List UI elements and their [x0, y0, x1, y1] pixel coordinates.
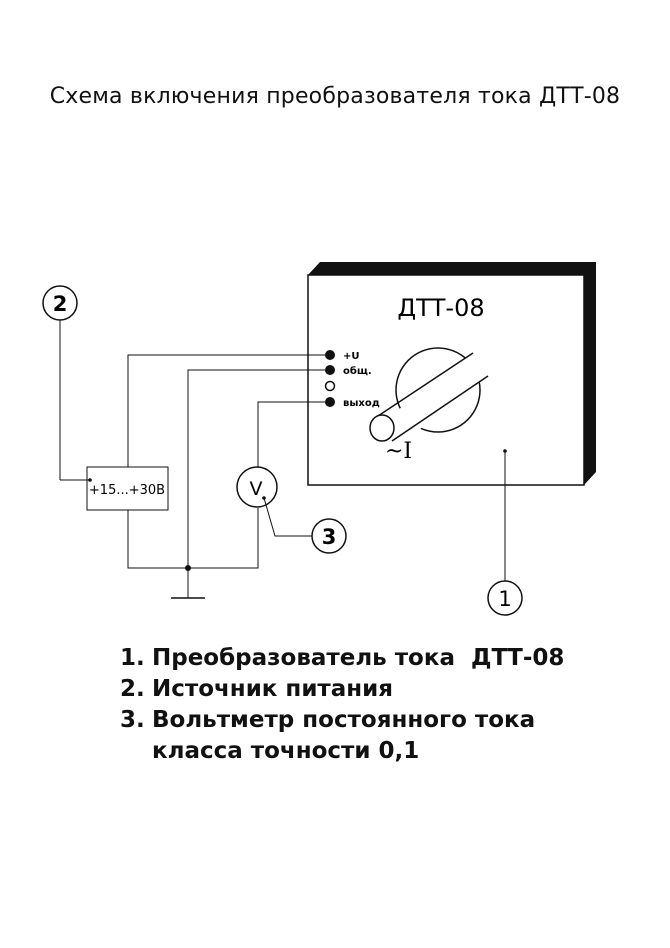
callout-2-circle [42, 285, 78, 321]
conductor-body [377, 353, 488, 441]
callout-3-circle [311, 518, 347, 554]
legend-item-2: 2. Источник питания [120, 674, 564, 705]
terminal-label-common: общ. [343, 365, 372, 377]
callout-3-label: 3 [322, 525, 337, 549]
terminal-plus-u [325, 350, 335, 360]
legend-number: 3. [120, 707, 145, 733]
power-supply-label: +15...+30В [89, 483, 165, 498]
ground-junction [185, 565, 191, 571]
terminal-label-output: выход [343, 398, 380, 409]
diagram-title: Схема включения преобразователя тока ДТТ… [49, 84, 621, 109]
voltmeter [236, 466, 278, 508]
callout-1-label: 1 [498, 587, 511, 611]
terminal-output [325, 397, 335, 407]
terminal-empty [324, 380, 336, 392]
legend-text: Источник питания [152, 676, 394, 702]
power-supply-box [86, 466, 169, 511]
legend-text: Вольтметр постоянного тока [152, 707, 536, 733]
current-symbol: ~I [385, 439, 412, 464]
wire-output [257, 401, 325, 467]
legend-item-3-continuation: класса точности 0,1 [152, 738, 420, 764]
terminal-common [325, 365, 335, 375]
legend-item-1: 1. Преобразователь тока ДТТ-08 [120, 643, 564, 674]
terminal-label-plus-u: +U [343, 351, 360, 362]
legend-text: Преобразователь тока ДТТ-08 [152, 645, 565, 671]
device-name: ДТТ-08 [397, 294, 484, 322]
voltmeter-symbol: V [250, 478, 263, 500]
legend-number: 1. [120, 645, 145, 671]
legend-item-3: 3. Вольтметр постоянного тока [120, 705, 564, 736]
leader-callout-3 [263, 497, 312, 537]
callout-1-circle [487, 580, 523, 616]
conductor-end [369, 414, 395, 442]
wire-plus-u [127, 354, 325, 467]
callout-2-label: 2 [53, 292, 68, 316]
legend-number: 2. [120, 676, 145, 702]
legend-list: 1. Преобразователь тока ДТТ-08 2. Источник… [120, 643, 564, 767]
wire-return [127, 508, 259, 569]
wire-common [187, 369, 325, 598]
